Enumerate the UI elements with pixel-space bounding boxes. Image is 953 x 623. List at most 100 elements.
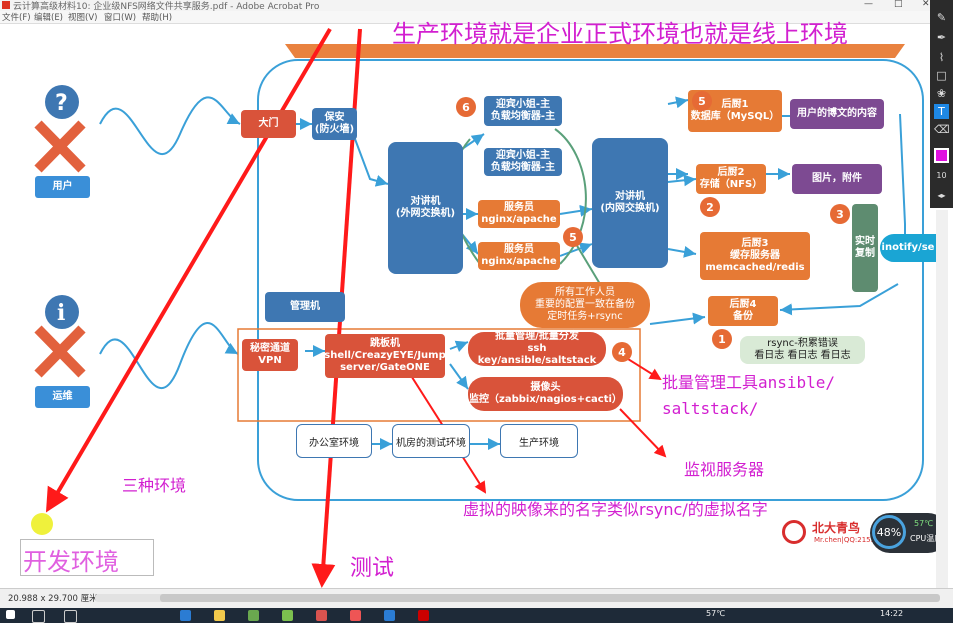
annotation-three-env: 三种环境 (122, 476, 187, 495)
palette-icon[interactable]: ❀ (936, 87, 947, 100)
banner-strip (285, 44, 905, 58)
kitchen2-box: 后厨2 存储（NFS） (696, 164, 766, 194)
status-bar: 20.988 x 29.700 厘米 (0, 588, 953, 609)
start-icon[interactable] (6, 610, 15, 619)
datacenter-frame (257, 59, 924, 501)
edge-icon[interactable] (180, 610, 191, 621)
rectangle-icon[interactable]: □ (936, 69, 947, 82)
cross-ops-icon (34, 325, 86, 378)
guard-box: 保安 (防火墙) (312, 108, 357, 140)
annotation-batch-tools: 批量管理工具ansible/ saltstack/ (662, 373, 836, 418)
menu-help[interactable]: 帮助(H) (142, 13, 173, 23)
menu-file[interactable]: 文件(F) (2, 13, 31, 23)
menu-edit[interactable]: 编辑(E) (34, 13, 64, 23)
kitchen3-box: 后厨3 缓存服务器 memcached/redis (700, 232, 810, 280)
expand-icon[interactable]: ◂▸ (937, 191, 946, 200)
cursor-highlight (31, 513, 53, 535)
cpu-temp-widget: 48% 57℃ CPU温度 (870, 513, 948, 553)
waiter2-box: 服务员 nginx/apache (478, 242, 560, 270)
arrow-dev (45, 27, 332, 513)
brand-contact: Mr.chen|QQ:21531 (814, 536, 880, 544)
maximize-icon[interactable]: □ (894, 0, 903, 9)
taskbar: 57℃ 14:22 (0, 608, 953, 623)
brand-name: 北大青鸟 (812, 521, 861, 535)
badge-3: 3 (830, 204, 850, 224)
text-tool-icon[interactable]: T (934, 104, 949, 119)
acrobat-taskbar-icon[interactable] (418, 610, 429, 621)
page-size: 20.988 x 29.700 厘米 (8, 594, 98, 604)
text-edit-box[interactable]: 开发环境 (20, 539, 154, 576)
svg-text:?: ? (55, 91, 68, 116)
document-canvas: ? i 用户 运维 大门 保安 (防火墙) 对讲机 (外网交换机) 迎宾小姐-主… (0, 20, 948, 588)
folder-icon[interactable] (214, 610, 225, 621)
env-office-box: 办公室环境 (296, 424, 372, 458)
acrobat-app-icon (2, 1, 10, 9)
annotation-test: 测试 (350, 556, 395, 581)
app-icon-2[interactable] (282, 610, 293, 621)
user-label: 用户 (35, 176, 90, 198)
backup-note-bubble: 所有工作人员 重要的配置一致在备份 定时任务+rsync (520, 282, 650, 328)
eraser-icon[interactable]: ⌫ (934, 123, 950, 136)
app-icon-4[interactable] (350, 610, 361, 621)
cross-user-icon (34, 120, 86, 173)
brand-logo-icon (782, 520, 806, 544)
blog-content-box: 用户的博文的内容 (790, 99, 884, 129)
kitchen4-box: 后厨4 备份 (708, 296, 778, 326)
rsync-note-box: rsync-积累错误 看日志 看日志 看日志 (740, 336, 865, 364)
vpn-box: 秘密通道 VPN (242, 339, 298, 371)
menu-window[interactable]: 窗口(W) (104, 13, 137, 23)
app-icon-1[interactable] (248, 610, 259, 621)
badge-4: 4 (612, 342, 632, 362)
badge-5a: 5 (692, 91, 712, 111)
brush-icon[interactable]: ⌇ (938, 51, 945, 64)
taskbar-clock: 14:22 (880, 609, 904, 618)
ops-wave (99, 322, 239, 390)
app-icon-3[interactable] (316, 610, 327, 621)
svg-text:i: i (57, 300, 65, 326)
cpu-temp: 57℃ (914, 519, 934, 528)
badge-1: 1 (712, 329, 732, 349)
app-icon-5[interactable] (384, 610, 395, 621)
user-wave (99, 96, 241, 155)
jumpserver-box: 跳板机 shell/CreazyEYE/Jump server/GateONE (324, 334, 446, 378)
annotation-monitor: 监视服务器 (684, 460, 765, 479)
info-icon (45, 295, 79, 329)
badge-6: 6 (456, 97, 476, 117)
color-swatch-icon[interactable] (934, 148, 949, 163)
close-icon[interactable]: ✕ (922, 0, 930, 9)
inotify-box: inotify/se (880, 234, 936, 262)
annotation-top-banner: 生产环境就是企业正式环境也就是线上环境 (392, 20, 848, 48)
annotation-virtual-name: 虚拟的映像来的名字类似rsync/的虚拟名字 (463, 500, 768, 519)
cpu-percent: 48% (872, 515, 906, 549)
pencil-icon[interactable]: ✎ (936, 11, 947, 24)
batch-mgmt-box: 批量管理/批量分发 ssh key/ansible/saltstack (468, 331, 606, 366)
badge-5b: 5 (563, 227, 583, 247)
env-prod-box: 生产环境 (500, 424, 578, 458)
search-icon[interactable] (32, 610, 45, 623)
camera-box: 摄像头 监控（zabbix/nagios+cacti） (468, 377, 623, 411)
vertical-scrollbar[interactable] (936, 210, 948, 590)
waiter1-box: 服务员 nginx/apache (478, 200, 560, 228)
taskbar-temp: 57℃ (706, 609, 726, 618)
title-bar: 云计算高级材料10: 企业级NFS网络文件共享服务.pdf - Adobe Ac… (0, 0, 953, 12)
cpu-temp-label: CPU温度 (910, 534, 943, 543)
minimize-icon[interactable]: — (864, 0, 873, 9)
badge-2: 2 (700, 197, 720, 217)
size-icon[interactable]: 10 (936, 171, 947, 180)
window-title: 云计算高级材料10: 企业级NFS网络文件共享服务.pdf - Adobe Ac… (13, 2, 320, 12)
manager-box: 管理机 (265, 292, 345, 322)
outer-switch-box: 对讲机 (外网交换机) (388, 142, 463, 274)
menu-view[interactable]: 视图(V) (68, 13, 98, 23)
horizontal-scrollbar[interactable] (95, 594, 940, 602)
pen-icon[interactable]: ✒ (936, 31, 947, 44)
lb-backup-box: 迎宾小姐-主 负载均衡器-主 (484, 148, 562, 176)
inner-switch-box: 对讲机 (内网交换机) (592, 138, 668, 268)
env-test-box: 机房的测试环境 (392, 424, 470, 458)
gate-box: 大门 (241, 110, 296, 138)
ops-label: 运维 (35, 386, 90, 408)
lb-main-box: 迎宾小姐-主 负载均衡器-主 (484, 96, 562, 126)
task-view-icon[interactable] (64, 610, 77, 623)
menu-bar: 文件(F) 编辑(E) 视图(V) 窗口(W) 帮助(H) (0, 11, 930, 24)
scroll-thumb[interactable] (160, 594, 940, 602)
question-icon (45, 85, 79, 119)
